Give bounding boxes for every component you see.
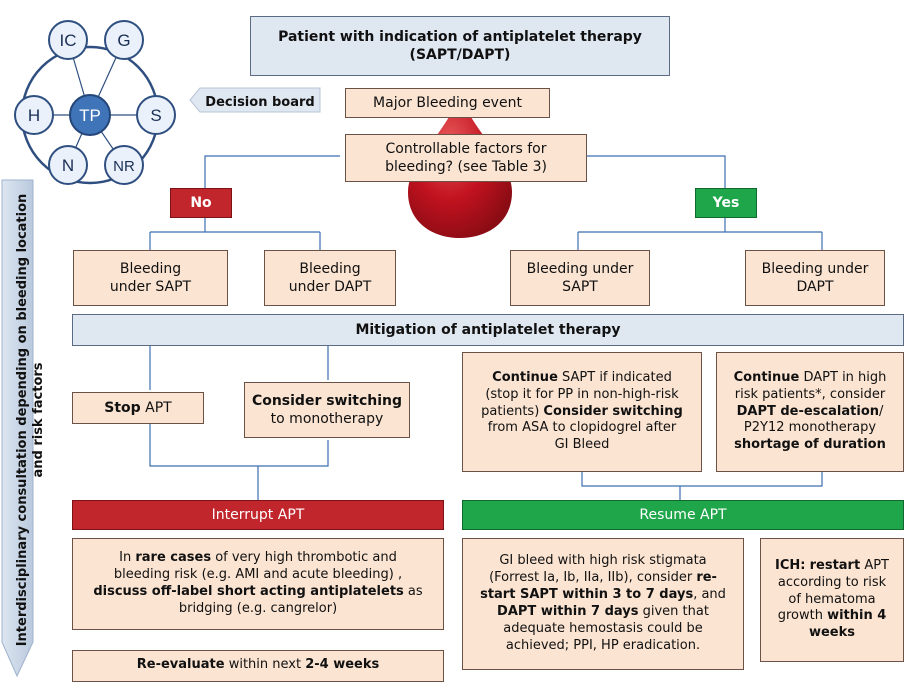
interrupt-apt-bar: Interrupt APT: [72, 500, 444, 530]
continue-sapt-box: Continue SAPT if indicated (stop it for …: [462, 352, 702, 472]
node-ic-label: IC: [60, 31, 77, 50]
node-n: [48, 145, 88, 185]
rare-cases-box: In rare cases of very high thrombotic an…: [72, 538, 444, 630]
bleeding-sapt-no-line2: under SAPT: [109, 279, 192, 295]
node-g: [104, 20, 144, 60]
no-label: No: [190, 194, 212, 211]
decision-board-graphic: TP IC G S NR N H: [14, 20, 176, 185]
yes-box: Yes: [695, 188, 757, 218]
mitigation-bar: Mitigation of antiplatelet therapy: [72, 314, 904, 346]
stop-apt-text: Stop APT: [104, 399, 172, 416]
stop-apt-box: Stop APT: [72, 392, 204, 424]
continue-dapt-box: Continue DAPT in high risk patients*, co…: [716, 352, 904, 472]
node-nr: [104, 145, 144, 185]
bleeding-dapt-no-line2: under DAPT: [288, 279, 372, 295]
patient-indication-line1: Patient with indication of antiplatelet …: [278, 28, 642, 45]
side-label-line1: Interdisciplinary consultation depending…: [15, 194, 30, 647]
node-nr-label: NR: [113, 158, 135, 175]
patient-indication-box: Patient with indication of antiplatelet …: [250, 16, 670, 76]
bleeding-under-dapt-no: Bleeding under DAPT: [264, 250, 396, 306]
consider-switching-rest: to monotherapy: [270, 411, 384, 427]
reevaluate-box: Re-evaluate within next 2-4 weeks: [72, 650, 444, 682]
node-tp: [69, 94, 111, 136]
bleeding-under-dapt-yes: Bleeding under DAPT: [745, 250, 885, 306]
major-bleeding-box: Major Bleeding event: [345, 88, 550, 118]
ich-box: ICH: restart APT according to risk of he…: [760, 538, 904, 662]
side-label-line2: and risk factors: [31, 362, 46, 477]
resume-apt-bar: Resume APT: [462, 500, 904, 530]
node-n-label: N: [62, 156, 74, 175]
controllable-line2: bleeding? (see Table 3): [385, 159, 547, 175]
resume-apt-label: Resume APT: [639, 506, 727, 523]
node-h-label: H: [28, 106, 40, 125]
bleeding-dapt-no-line1: Bleeding: [299, 260, 361, 277]
bleeding-sapt-yes-line2: SAPT: [562, 279, 598, 295]
yes-label: Yes: [712, 194, 740, 211]
mitigation-label: Mitigation of antiplatelet therapy: [355, 321, 621, 338]
controllable-factors-box: Controllable factors for bleeding? (see …: [345, 134, 587, 182]
decision-board-label: Decision board: [205, 95, 314, 110]
gi-bleed-box: GI bleed with high risk stigmata (Forres…: [462, 538, 744, 670]
node-s-label: S: [150, 106, 161, 125]
interrupt-apt-label: Interrupt APT: [211, 506, 305, 523]
bleeding-dapt-yes-line1: Bleeding under: [761, 260, 869, 277]
node-g-label: G: [117, 31, 130, 50]
side-arrow: [1, 179, 34, 678]
bleeding-under-sapt-yes: Bleeding under SAPT: [510, 250, 650, 306]
controllable-line1: Controllable factors for: [385, 140, 547, 157]
node-h: [14, 95, 54, 135]
patient-indication-line2: (SAPT/DAPT): [409, 47, 511, 63]
bleeding-under-sapt-no: Bleeding under SAPT: [73, 250, 228, 306]
bleeding-sapt-no-line1: Bleeding: [119, 260, 182, 277]
connector-lines: [149, 155, 823, 500]
no-box: No: [170, 188, 232, 218]
major-bleeding-label: Major Bleeding event: [373, 94, 522, 111]
node-ic: [48, 20, 88, 60]
consider-switching-box: Consider switching to monotherapy: [244, 382, 410, 438]
node-s: [136, 95, 176, 135]
consider-switching-bold: Consider switching: [251, 392, 403, 409]
decision-board-tag: [189, 87, 321, 113]
bleeding-dapt-yes-line2: DAPT: [796, 279, 834, 295]
bleeding-sapt-yes-line1: Bleeding under: [526, 260, 634, 277]
node-tp-label: TP: [79, 106, 101, 125]
